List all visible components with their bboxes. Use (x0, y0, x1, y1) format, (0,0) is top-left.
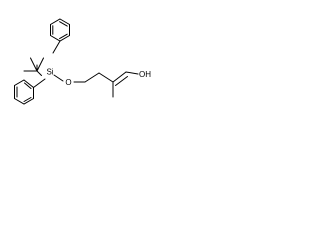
ring-double-bond (24, 82, 32, 89)
bond (84, 72, 100, 83)
bond (125, 71, 139, 75)
bond (98, 72, 114, 83)
hydroxyl-label: OH (139, 70, 151, 79)
bond (112, 71, 127, 83)
tert-butyl-group (23, 57, 44, 76)
ring-outline (14, 79, 34, 105)
bond (53, 74, 64, 82)
silicon-label: Si (46, 68, 53, 77)
structure-diagram: Si O OH (14, 18, 151, 105)
chain (53, 71, 139, 98)
phenyl-ring-upper (50, 18, 70, 54)
ring-double-bond (23, 97, 32, 102)
bond (33, 78, 46, 88)
ring-double-bond (59, 33, 68, 40)
double-bond (115, 76, 128, 86)
bond (36, 57, 44, 72)
phenyl-ring-lower (14, 78, 46, 105)
bond (30, 57, 38, 72)
ring-double-bond (59, 21, 68, 27)
bond (36, 70, 42, 76)
bond (52, 40, 61, 54)
oxygen-label: O (65, 78, 71, 87)
